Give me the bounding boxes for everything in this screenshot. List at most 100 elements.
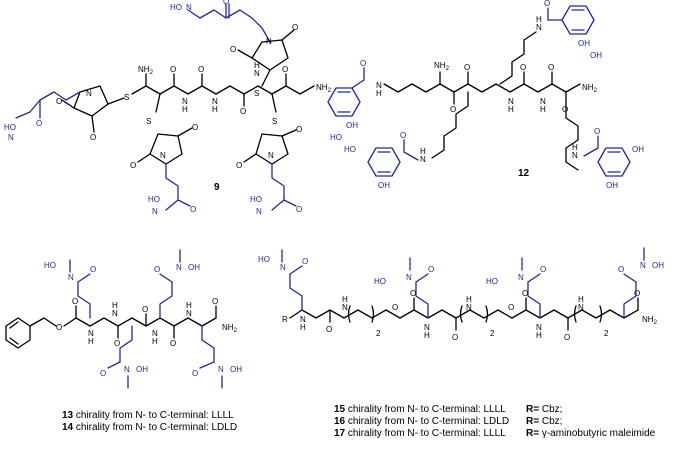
atom-label: O	[564, 333, 570, 342]
atom-label: O	[326, 325, 332, 334]
atom-label: H	[376, 89, 382, 98]
atom-label: O	[114, 339, 120, 348]
atom-label: H	[112, 301, 118, 310]
atom-label: HO	[486, 277, 498, 286]
caption-line: 17 chirality from N- to C-terminal: LLLL	[334, 428, 506, 439]
atom-label: H	[212, 105, 218, 114]
atom-label: O	[230, 45, 236, 54]
atom-label: NH2	[434, 61, 450, 72]
atom-label: O	[170, 339, 176, 348]
atom-label: OH	[590, 51, 602, 60]
atom-label: HO	[170, 3, 182, 12]
atom-label: H	[186, 301, 192, 310]
atom-label: O	[198, 65, 204, 74]
compound-number: 12	[518, 168, 530, 179]
atom-label: O	[282, 65, 288, 74]
caption-line: 16 chirality from N- to C-terminal: LDLD	[334, 416, 510, 427]
caption-line: 15 chirality from N- to C-terminal: LLLL	[334, 404, 506, 415]
atom-label: O	[360, 59, 366, 68]
atom-label: N	[86, 89, 92, 98]
atom-label: N	[88, 329, 94, 338]
atom-label: N	[254, 69, 260, 78]
atom-label: H	[424, 331, 430, 340]
atom-label: S	[272, 117, 277, 126]
atom-label: H	[578, 295, 584, 304]
atom-label: N	[578, 303, 584, 312]
atom-label: O	[618, 265, 624, 274]
atom-label: H	[536, 331, 542, 340]
atom-label: O	[240, 107, 246, 116]
atom-label: N	[420, 155, 426, 164]
atom-label: N	[186, 309, 192, 318]
atom-label: H	[182, 105, 188, 114]
atom-label: 2	[490, 329, 495, 338]
atom-label: O	[170, 65, 176, 74]
atom-label: N	[160, 151, 166, 160]
atom-label: O	[428, 265, 434, 274]
atom-label: N	[540, 97, 546, 106]
atom-label: H	[88, 337, 94, 346]
atom-label: N	[406, 273, 412, 282]
atom-label: OH	[652, 261, 664, 270]
atom-label: H	[300, 323, 306, 332]
atom-label: O	[464, 63, 470, 72]
atom-label: HO	[344, 145, 356, 154]
atom-label: O	[212, 297, 218, 306]
atom-label: O	[223, 0, 229, 6]
atom-label: O	[634, 289, 640, 298]
atom-label: O	[400, 131, 406, 140]
atom-label: O	[56, 97, 62, 106]
atom-label: N	[536, 323, 542, 332]
atom-label: N	[176, 263, 182, 272]
atom-label: OH	[632, 145, 644, 154]
atom-label: O	[562, 105, 568, 114]
atom-label: O	[450, 105, 456, 114]
atom-label: O	[392, 303, 398, 312]
atom-label: O	[56, 323, 62, 332]
atom-label: HO	[4, 123, 16, 132]
atom-label: O	[142, 305, 148, 314]
atom-label: N	[300, 315, 306, 324]
atom-label: N	[268, 151, 274, 160]
atom-label: N	[518, 273, 524, 282]
atom-label: O	[594, 127, 600, 136]
atom-label: 2	[604, 329, 609, 338]
atom-label: N	[212, 97, 218, 106]
atom-label: O	[520, 63, 526, 72]
atom-label: N	[112, 309, 118, 318]
atom-label: HO	[258, 255, 270, 264]
atom-label: H	[508, 105, 514, 114]
atom-label: S	[254, 89, 259, 98]
atom-label: S	[124, 93, 129, 102]
atom-label: O	[522, 289, 528, 298]
r-group-line: R= γ-aminobutyric maleimide	[526, 428, 656, 439]
atom-label: N	[572, 151, 578, 160]
atom-label: H	[420, 147, 426, 156]
atom-label: NH2	[316, 83, 332, 94]
r-group-line: R= Cbz;	[526, 416, 563, 427]
atom-label: N	[152, 207, 158, 216]
atom-label: O	[548, 63, 554, 72]
atom-label: OH	[606, 181, 618, 190]
atom-label: N	[68, 273, 74, 282]
atom-label: O	[296, 125, 302, 134]
structure-compound-9: HO N O N O O S N O O S O HO N NH2 O N H	[4, 0, 332, 216]
atom-label: O	[100, 369, 106, 378]
structure-compound-12: O N H OH OH O OH HO N H NH2 O O N H O N …	[327, 0, 644, 190]
atom-label: NH2	[582, 83, 598, 94]
atom-label: H	[254, 61, 260, 70]
atom-label: O	[190, 205, 196, 214]
atom-label: NH2	[138, 65, 154, 76]
atom-label: H	[152, 337, 158, 346]
atom-label: N	[640, 261, 646, 270]
atom-label: OH	[230, 365, 242, 374]
caption-line: 14 chirality from N- to C-terminal: LDLD	[62, 422, 238, 433]
atom-label: O	[508, 303, 514, 312]
structure-compound-13-14: O O N H O N H O N H O N H O NH2 O N HO O…	[5, 249, 242, 389]
atom-label: H	[466, 295, 472, 304]
atom-label: O	[296, 205, 302, 214]
r-group-line: R= Cbz;	[526, 404, 563, 415]
atom-label: NH2	[642, 315, 658, 326]
atom-label: 2	[376, 329, 381, 338]
